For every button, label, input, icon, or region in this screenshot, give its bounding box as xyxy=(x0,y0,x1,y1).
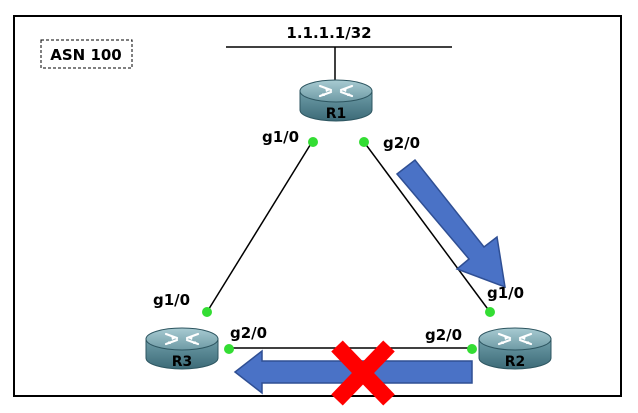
router-r1[interactable]: R1 xyxy=(298,78,374,123)
interface-label-r1-g2-0: g2/0 xyxy=(383,134,420,152)
traffic-arrow-icon xyxy=(395,158,506,289)
router-r2-label: R2 xyxy=(505,354,526,370)
port-r2-g1-0[interactable] xyxy=(485,307,495,317)
asn-box: ASN 100 xyxy=(40,39,133,69)
router-r1-label: R1 xyxy=(326,106,347,122)
link-r1-r3 xyxy=(206,141,313,313)
port-r2-g2-0[interactable] xyxy=(467,344,477,354)
interface-label-r2-g1-0: g1/0 xyxy=(487,284,524,302)
interface-label-r3-g2-0: g2/0 xyxy=(230,324,267,342)
asn-label: ASN 100 xyxy=(50,46,122,64)
interface-label-r1-g1-0: g1/0 xyxy=(262,128,299,146)
interface-label-r3-g1-0: g1/0 xyxy=(153,291,190,309)
port-r3-g2-0[interactable] xyxy=(224,344,234,354)
link-r1-r2 xyxy=(363,141,491,313)
red-x-failure-icon xyxy=(331,340,395,406)
prefix-label: 1.1.1.1/32 xyxy=(286,24,371,42)
router-r3-label: R3 xyxy=(172,354,193,370)
router-r3[interactable]: R3 xyxy=(144,326,220,371)
router-r2[interactable]: R2 xyxy=(477,326,553,371)
interface-label-r2-g2-0: g2/0 xyxy=(425,326,462,344)
port-r1-g2-0[interactable] xyxy=(359,137,369,147)
port-r1-g1-0[interactable] xyxy=(308,137,318,147)
port-r3-g1-0[interactable] xyxy=(202,307,212,317)
